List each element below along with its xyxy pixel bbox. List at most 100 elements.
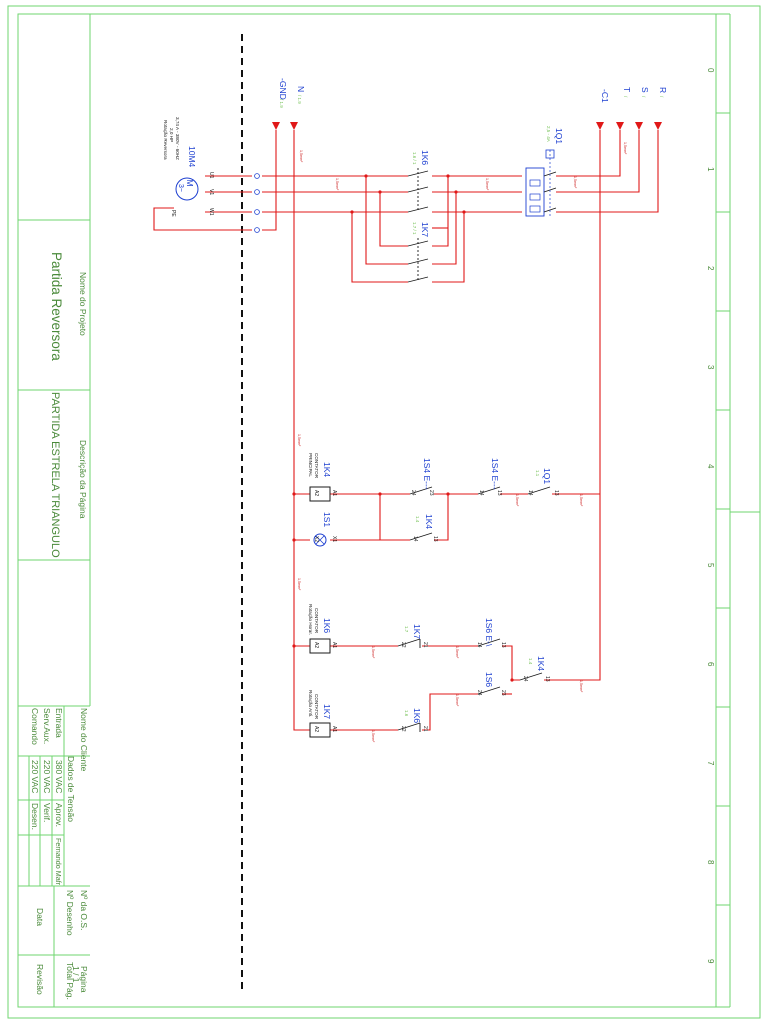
interlock-contact-1k6: 1K6 1.6 21 22 <box>397 708 428 732</box>
k6-coil-desc-1: CONTATOR <box>314 608 319 634</box>
wire-label: 1,5mm² <box>623 142 627 155</box>
k7-coil-desc-2: Rotação Anti. <box>308 690 313 717</box>
date-label: Data <box>35 908 45 926</box>
author: Fernando Mafr <box>54 838 63 886</box>
interlock-contact-1k7: 1K7 1.7 21 22 <box>397 624 428 648</box>
k7-a2: A2 <box>313 726 319 732</box>
title-block: Nome do Projeto Partida Reversora Descri… <box>18 14 91 1007</box>
command-label: Comando <box>30 708 40 745</box>
k7-interlock-n1: 21 <box>422 642 428 648</box>
k4-enable-n1: 13 <box>544 676 550 682</box>
wire-label: 1,5mm² <box>455 694 459 707</box>
zone-6: 6 <box>706 662 715 667</box>
k4-a2: A2 <box>313 490 319 496</box>
k6-power-tag: 1K6 <box>420 150 430 165</box>
neutral-label: N <box>296 86 306 92</box>
k4-seal-n1: 13 <box>432 536 438 542</box>
k4-a1: A1 <box>331 490 337 496</box>
c1-label: -C1 <box>600 89 610 103</box>
s6-reverse-n1: 23 <box>500 690 506 696</box>
wire-label: 1,5mm² <box>297 434 301 447</box>
q1-aux-tag: 1Q1 <box>542 468 552 484</box>
wire-label: 1,5mm² <box>579 494 583 507</box>
q1-aux-ref: 1.1 <box>535 470 540 477</box>
k4-coil-desc-2: PRINCIPAL <box>308 453 313 477</box>
start-n1: 23 <box>428 490 434 496</box>
neutral-ref: / 1.9 <box>297 95 302 104</box>
k6-interlock-ref: 1.6 <box>404 710 409 717</box>
stop-n1: 13 <box>496 490 502 496</box>
enable-contact-1k4: 1K4 1.4 13 24 <box>519 656 550 682</box>
phase-s-label: S <box>640 87 650 93</box>
k6-interlock-n2: 22 <box>400 726 406 732</box>
stop-button-1s4: 1S4 E--- 13 14 <box>477 458 502 496</box>
zone-7: 7 <box>706 761 715 766</box>
zone-8: 8 <box>706 860 715 865</box>
k4-seal-tag: 1K4 <box>424 514 434 529</box>
q1-aux-n1: 13 <box>553 490 559 496</box>
total-pages-label: Total Pág. <box>65 962 75 1000</box>
k6-coil-desc-2: Rotação Horar. <box>308 604 313 635</box>
k4-seal-n2: 14 <box>412 536 418 542</box>
supply-value: 380 VAC <box>54 760 64 793</box>
lamp-tag: 1S1 <box>322 512 332 527</box>
start-n2: 24 <box>410 490 416 496</box>
page-value: 1 / 1 <box>71 966 81 983</box>
k6-interlock-n1: 21 <box>422 726 428 732</box>
k7-coil-desc-1: CONTATOR <box>314 694 319 720</box>
lamp-1s1: 1S1 X1 X2 <box>313 512 337 547</box>
coil-1k4: 1K4 CONTATOR PRINCIPAL A1 A2 <box>308 453 337 502</box>
zone-1: 1 <box>706 167 715 172</box>
project-name: Partida Reversora <box>49 252 64 361</box>
motor-terminal-pe: PE <box>170 210 176 217</box>
stop-n2: 14 <box>478 490 484 496</box>
k6-power-ref: 1.6 / 1 <box>412 152 417 165</box>
wire-labels: 1,5mm² 1,5mm² 1,5mm² 1,5mm² 1,5mm² 1,5mm… <box>297 142 627 743</box>
wire-label: 1,5mm² <box>579 680 583 693</box>
wire-label: 1,5mm² <box>485 178 489 191</box>
wire-label: 1,5mm² <box>573 176 577 189</box>
aux-supply-value: 220 VAC <box>42 760 52 793</box>
s6-forward-n1: 13 <box>500 642 506 648</box>
k7-a1: A1 <box>331 726 337 732</box>
wire-label: 1,5mm² <box>297 578 301 591</box>
zone-0: 0 <box>706 68 715 73</box>
s6-forward-n2: 14 <box>476 642 482 648</box>
lamp-x1: X1 <box>331 536 337 542</box>
client-name-label: Nome do Cliente <box>79 708 89 772</box>
wire-label: 1,5mm² <box>371 730 375 743</box>
page-label: Página <box>79 966 89 993</box>
breaker-1q1: 1Q1 2,5 - 4A <box>525 126 564 217</box>
k7-interlock-ref: 1.7 <box>404 626 409 633</box>
k4-enable-n2: 24 <box>522 676 528 682</box>
s6-forward-tag: 1S6 E-\ <box>484 618 494 647</box>
page-description-label: Descrição da Página <box>78 440 88 519</box>
supply-label: Entrada <box>54 708 64 738</box>
gnd-ref: / 1.9 <box>279 99 284 108</box>
motor-symbol-m: M <box>185 179 195 186</box>
project-name-label: Nome do Projeto <box>78 272 88 336</box>
s6-reverse-n2: 24 <box>476 690 482 696</box>
coil-1k7: 1K7 CONTATOR Rotação Anti. A1 A2 <box>308 690 337 738</box>
k6-coil-tag: 1K6 <box>322 618 332 633</box>
k4-coil-tag: 1K4 <box>322 462 332 477</box>
motor-terminal-v1: V1 <box>208 189 214 195</box>
k4-coil-desc-1: CONTATOR <box>314 453 319 479</box>
control-circuit <box>293 428 600 731</box>
wire-label: 1,5mm² <box>371 646 375 659</box>
k6-a2: A2 <box>313 642 319 648</box>
voltage-data-label: Dados de Tensão <box>66 756 76 822</box>
motor-terminal-u1: U1 <box>208 172 214 179</box>
contactor-1k7-power: 1K7 1.7 / 1 <box>407 222 430 283</box>
checked-label: Verif. <box>42 803 52 822</box>
supply-arrows <box>272 122 662 130</box>
phase-t-label: T <box>622 87 632 92</box>
motor-terminal-w1: W1 <box>208 208 214 216</box>
zone-5: 5 <box>706 563 715 568</box>
k6-a1: A1 <box>331 642 337 648</box>
phase-s-ref: / <box>641 96 646 98</box>
zone-2: 2 <box>706 266 715 271</box>
junction-dots <box>292 174 514 682</box>
start-button-tag: 1S4 E--- <box>422 458 432 490</box>
